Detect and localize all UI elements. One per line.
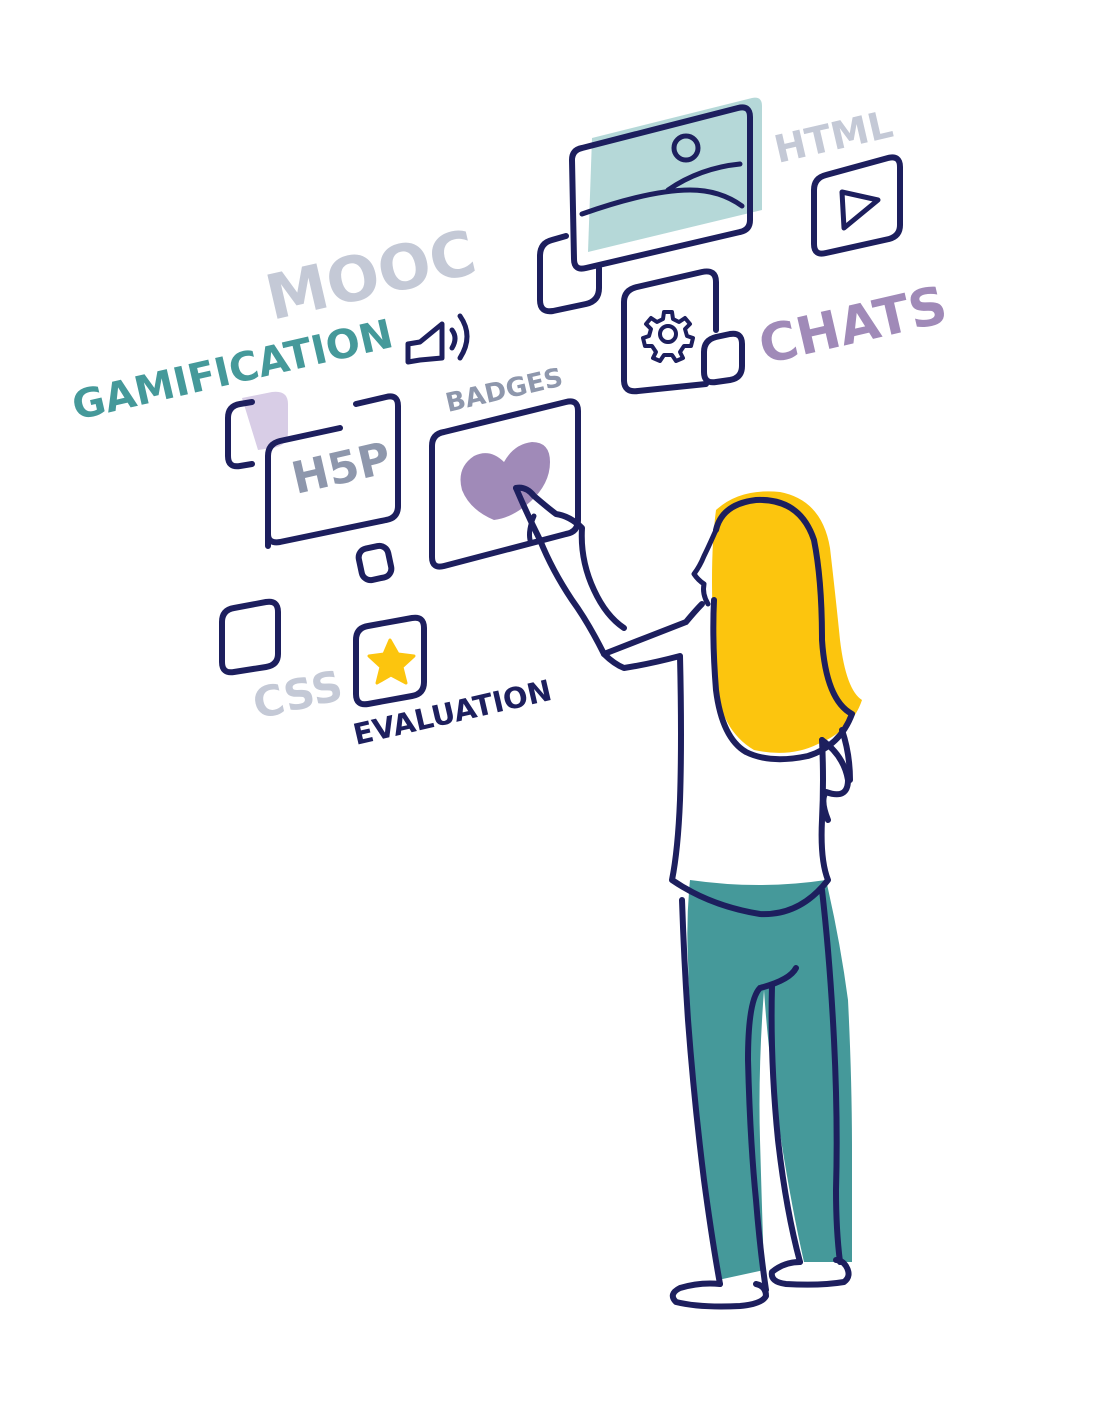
label-css: CSS [248,661,347,729]
h5p-card [225,391,401,549]
heart-icon [460,442,550,520]
label-gamification: GAMIFICATION [68,311,397,430]
css-card [219,598,281,676]
speaker-icon [405,313,470,365]
image-card [537,97,762,315]
label-chats: CHATS [753,275,952,376]
star-icon [367,638,416,685]
label-h5p: H5P [287,433,396,505]
small-square [355,542,395,584]
label-badges: BADGES [443,363,566,419]
play-card [811,154,903,257]
settings-card [621,268,745,395]
image-icon [579,133,745,217]
evaluation-card [353,614,427,708]
gear-icon [641,310,695,363]
play-icon [839,189,881,231]
woman-figure [513,484,862,1310]
label-evaluation: EVALUATION [350,673,555,752]
badges-card [429,398,581,570]
